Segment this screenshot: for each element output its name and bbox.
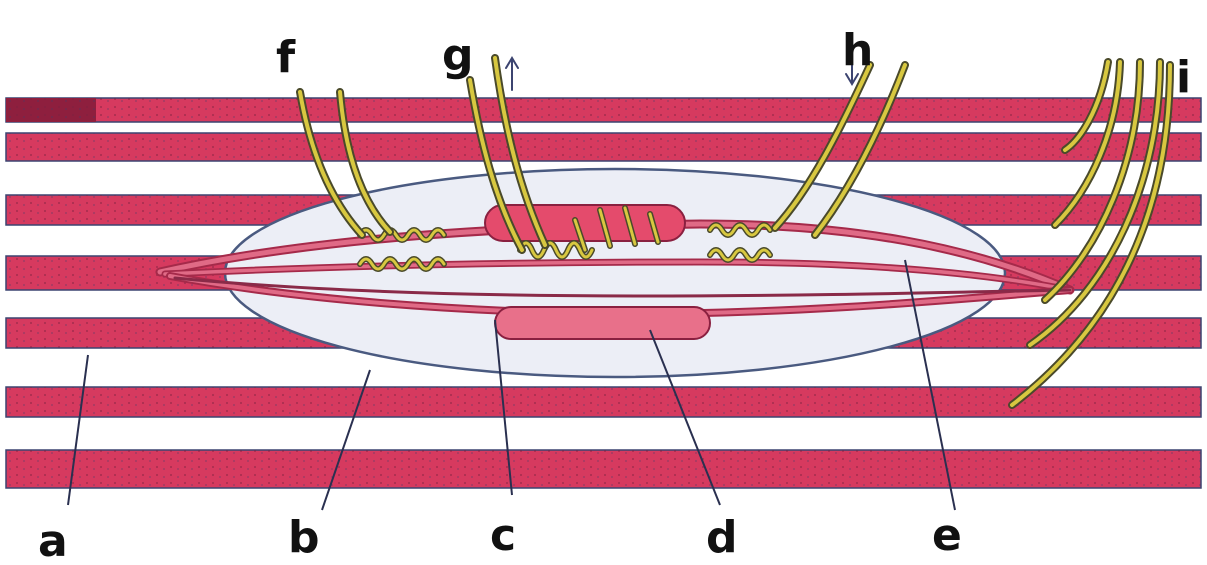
label-c: c xyxy=(490,510,516,561)
label-b: b xyxy=(288,512,320,563)
label-e: e xyxy=(932,510,962,561)
spindle-capsule xyxy=(225,169,1005,377)
label-a: a xyxy=(38,516,68,565)
arrow-up-icon xyxy=(506,58,518,90)
label-i: i xyxy=(1176,52,1191,103)
label-d: d xyxy=(706,512,738,563)
capsule-outline xyxy=(225,169,1005,377)
label-h: h xyxy=(842,25,873,76)
nuclear-bag-lower xyxy=(495,307,710,339)
label-g: g xyxy=(442,30,474,81)
label-f: f xyxy=(276,32,296,83)
